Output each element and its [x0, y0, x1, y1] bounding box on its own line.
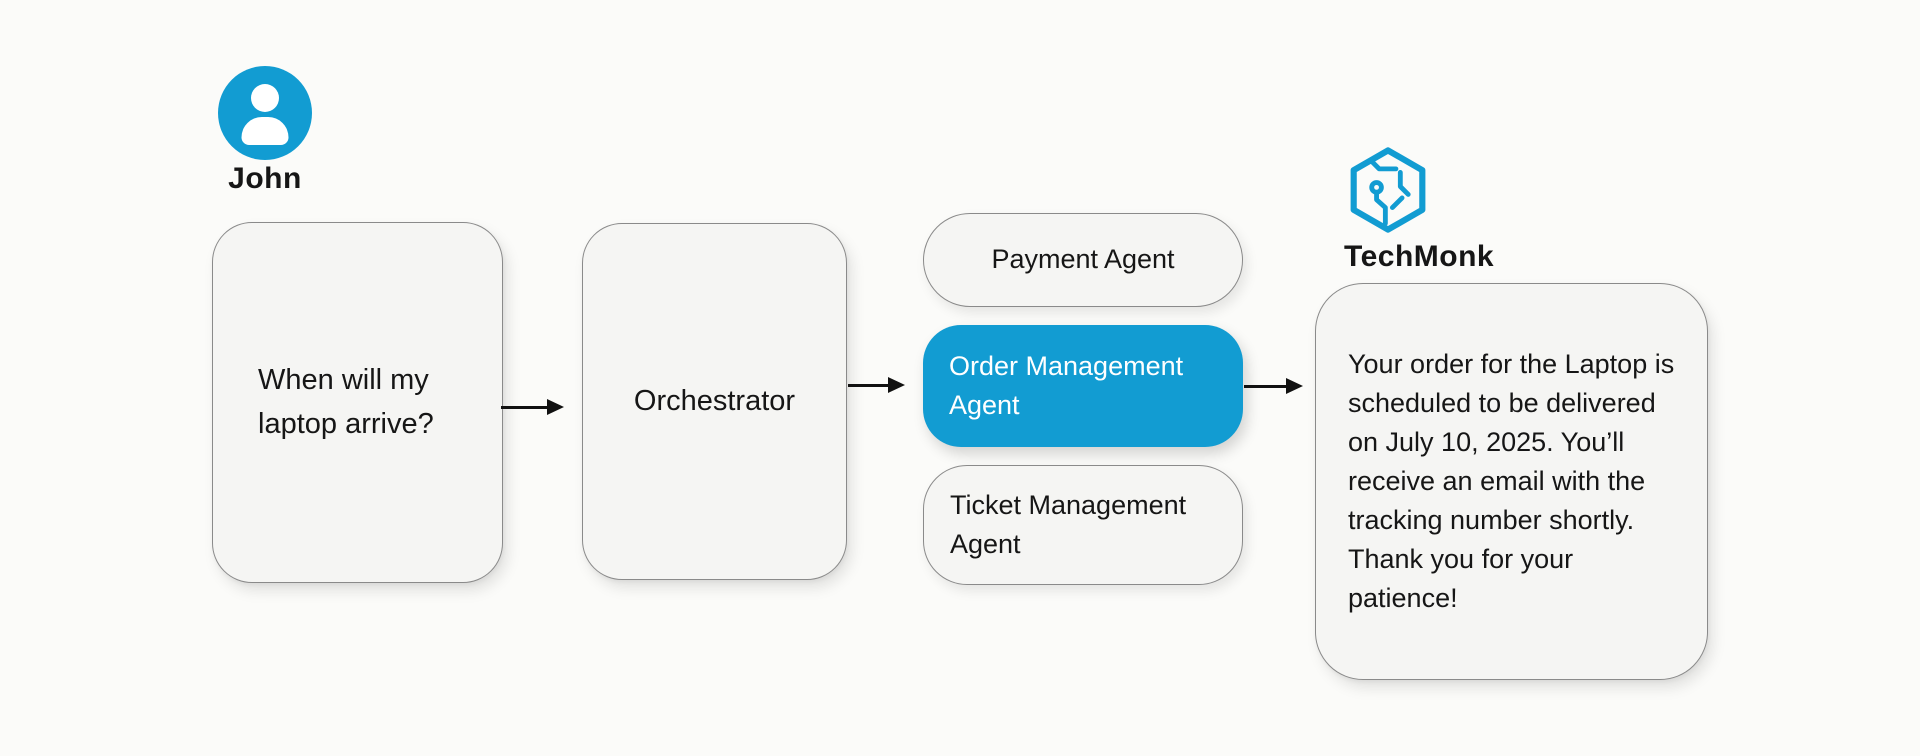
user-avatar	[218, 66, 312, 160]
agent-node-order-management-active: Order Management Agent	[923, 325, 1243, 447]
response-node: Your order for the Laptop is scheduled t…	[1315, 283, 1708, 680]
orchestrator-node: Orchestrator	[582, 223, 847, 580]
orchestrator-label: Orchestrator	[633, 384, 796, 417]
arrow-agent-to-response	[1244, 378, 1303, 394]
response-text: Your order for the Laptop is scheduled t…	[1348, 348, 1675, 614]
question-text: When will my laptop arrive?	[258, 364, 434, 440]
agent-label: Ticket Management Agent	[950, 489, 1187, 559]
brand-name-label: TechMonk	[1344, 240, 1495, 273]
hexagon-circuit-icon	[1344, 142, 1432, 238]
question-node: When will my laptop arrive?	[212, 222, 503, 583]
agent-node-ticket-management: Ticket Management Agent	[923, 465, 1243, 585]
agent-node-payment: Payment Agent	[923, 213, 1243, 307]
arrow-orchestrator-to-agent	[848, 377, 905, 393]
user-name-label: John	[228, 162, 302, 195]
agent-label: Order Management Agent	[949, 350, 1184, 420]
agent-label: Payment Agent	[991, 244, 1175, 275]
arrow-question-to-orchestrator	[501, 399, 564, 415]
